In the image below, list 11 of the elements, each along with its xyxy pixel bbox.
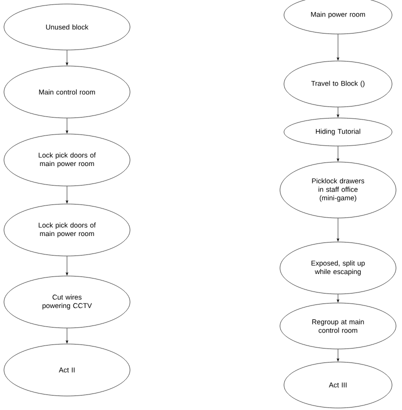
arrow (336, 218, 340, 242)
arrow (66, 256, 68, 276)
arrow (66, 50, 68, 66)
arrow (66, 186, 68, 204)
arrow (336, 349, 340, 362)
arrow (66, 118, 68, 134)
arrow (336, 107, 340, 118)
arrow (336, 146, 340, 162)
arrow (336, 34, 340, 60)
arrow (336, 294, 340, 302)
arrow (66, 328, 68, 344)
